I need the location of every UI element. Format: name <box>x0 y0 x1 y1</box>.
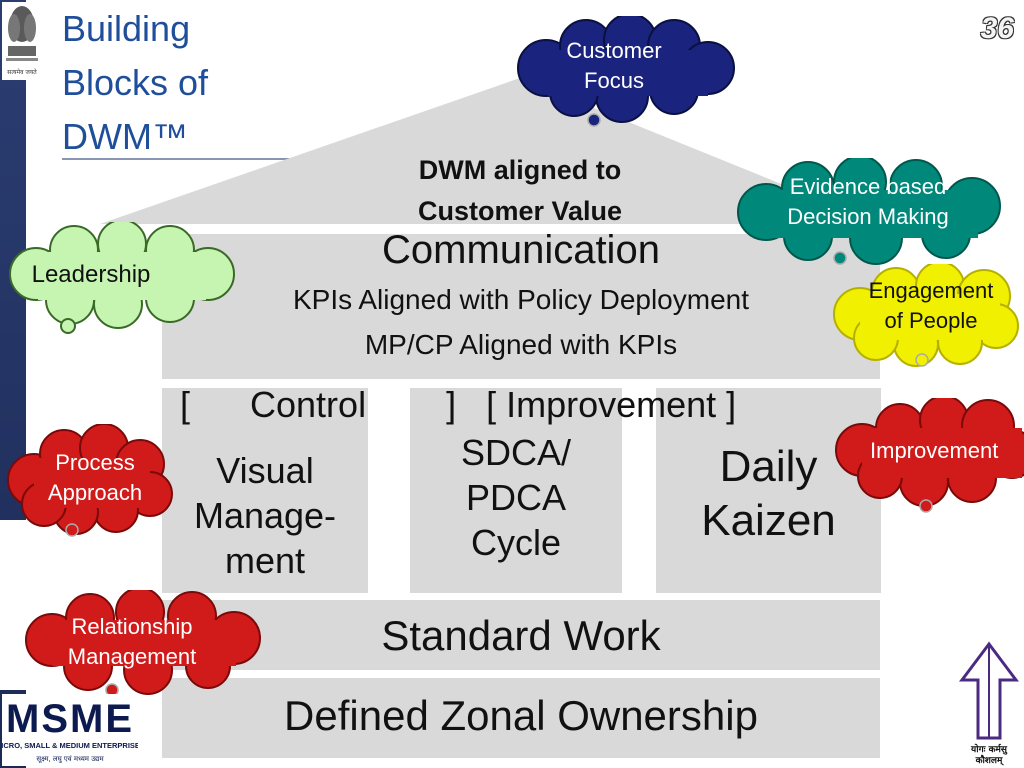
sdca-pdca-label: SDCA/ PDCA Cycle <box>410 430 622 565</box>
msme-logo: MSME MICRO, SMALL & MEDIUM ENTERPRISES स… <box>2 694 138 766</box>
sdca-line-2: PDCA <box>465 477 567 518</box>
evidence-line-2: Decision Making <box>787 204 949 229</box>
engagement-line-1: Engagement <box>868 278 994 303</box>
daily-kaizen-label: Daily Kaizen <box>656 440 881 548</box>
svg-text:योगः कर्मसु: योगः कर्मसु <box>970 743 1008 755</box>
roof-line-1: DWM aligned to <box>418 155 622 185</box>
leadership-line-1: Leadership <box>31 261 151 288</box>
cloud-process-approach <box>7 424 173 537</box>
roof-line-2: Customer Value <box>417 196 623 226</box>
leadership-label: Leadership <box>6 260 176 290</box>
sdca-line-1: SDCA/ <box>460 432 572 473</box>
evidence-decision-label: Evidence based Decision Making <box>752 172 984 232</box>
control-improvement-brackets: [ Control ] [ Improvement ] <box>180 384 737 425</box>
pillar-daily-kaizen <box>656 388 881 593</box>
improvement-line-1: Improvement <box>870 438 999 463</box>
cloud-improvement <box>835 398 1024 513</box>
left-sidebar-gap <box>0 520 26 690</box>
standard-work-label: Standard Work <box>381 612 661 659</box>
visual-line-1: Visual <box>216 450 314 491</box>
visual-line-2: Manage- <box>193 495 337 536</box>
evidence-line-1: Evidence based <box>789 174 947 199</box>
improvement-label: Improvement <box>870 436 1024 466</box>
pillar-sdca-pdca <box>410 388 622 593</box>
cloud-relationship-management <box>25 590 261 697</box>
title-underline <box>62 158 402 160</box>
visual-management-label: Visual Manage- ment <box>162 448 368 583</box>
cloud-leadership <box>9 222 235 334</box>
cloud-customer-focus <box>517 16 735 127</box>
relationship-management-label: Relationship Management <box>44 612 220 672</box>
national-emblem-logo: सत्यमेव जयते <box>2 2 42 80</box>
communication-title: Communication <box>382 228 660 272</box>
visual-line-3: ment <box>224 540 306 581</box>
title-line-2: Blocks of <box>62 62 209 103</box>
title-line-3: DWM™ <box>62 116 188 157</box>
slide-title: Building Blocks of DWM™ <box>62 2 282 164</box>
process-approach-label: Process Approach <box>20 448 170 508</box>
kaizen-line-1: Daily <box>719 442 818 491</box>
process-line-1: Process <box>55 450 135 475</box>
relationship-line-1: Relationship <box>71 614 193 639</box>
cloud-evidence-decision <box>737 158 1001 265</box>
engagement-label: Engagement of People <box>856 276 1006 336</box>
communication-block <box>162 234 880 379</box>
pillar-visual-management <box>162 388 368 593</box>
roof-label: DWM aligned to Customer Value <box>340 150 700 232</box>
relationship-line-2: Management <box>67 644 197 669</box>
title-line-1: Building <box>62 8 191 49</box>
customer-focus-label: Customer Focus <box>530 36 698 96</box>
sdca-line-3: Cycle <box>470 522 562 563</box>
svg-text:सत्यमेव जयते: सत्यमेव जयते <box>7 68 37 76</box>
communication-line-2: MP/CP Aligned with KPIs <box>364 329 678 360</box>
zonal-ownership-label: Defined Zonal Ownership <box>284 692 758 739</box>
kaizen-line-2: Kaizen <box>701 496 836 545</box>
communication-line-1: KPIs Aligned with Policy Deployment <box>293 284 749 315</box>
page-number: 36 <box>980 12 1014 45</box>
yogah-karmasu-logo: योगः कर्मसु कौशलम् <box>956 640 1022 766</box>
standard-work-block <box>162 600 880 670</box>
customer-focus-line-2: Focus <box>584 68 644 93</box>
svg-text:कौशलम्: कौशलम् <box>975 754 1005 766</box>
svg-text:सूक्ष्म, लघु एवं मध्यम उद्यम: सूक्ष्म, लघु एवं मध्यम उद्यम <box>36 755 104 763</box>
customer-focus-line-1: Customer <box>566 38 662 63</box>
process-line-2: Approach <box>47 480 143 505</box>
svg-text:MSME: MSME <box>6 697 134 741</box>
svg-text:MICRO, SMALL & MEDIUM ENTERPRI: MICRO, SMALL & MEDIUM ENTERPRISES <box>2 741 138 750</box>
engagement-line-2: of People <box>884 308 978 333</box>
cloud-engagement <box>833 264 1019 367</box>
zonal-ownership-block <box>162 678 880 758</box>
